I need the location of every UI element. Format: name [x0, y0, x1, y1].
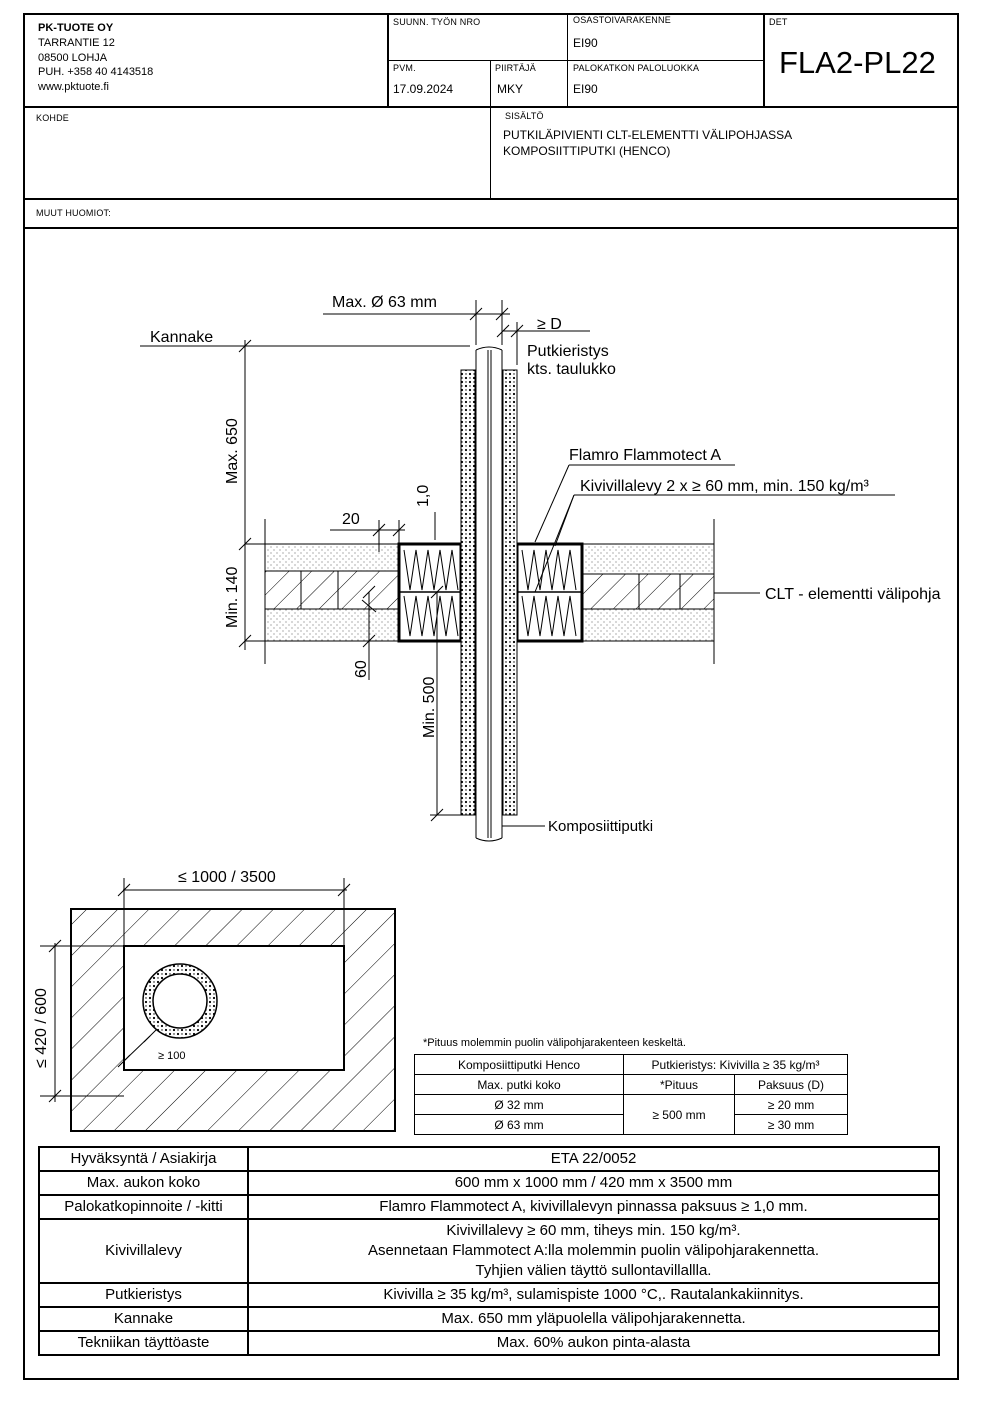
- title-divider: [23, 227, 959, 229]
- dimension-lines: [140, 300, 895, 827]
- min-500-label: Min. 500: [421, 677, 438, 738]
- title-divider: [490, 60, 491, 107]
- putkieristys-ref-label: kts. taulukko: [527, 361, 616, 378]
- flamro-label: Flamro Flammotect A: [569, 447, 721, 464]
- pvm-label: PVM.: [393, 63, 416, 73]
- thickness-cell: ≥ 20 mm: [734, 1094, 848, 1115]
- spec-value-line: Kivivillalevy ≥ 60 mm, tiheys min. 150 k…: [446, 1222, 741, 1239]
- mineral-wool-right: [515, 542, 584, 643]
- det-label: DET: [769, 17, 788, 27]
- spec-key: Palokatkopinnoite / -kitti: [38, 1194, 249, 1220]
- det-value: FLA2-PL22: [779, 45, 936, 80]
- table-row: Max. aukon koko 600 mm x 1000 mm / 420 m…: [38, 1170, 940, 1196]
- spec-value-line: Tyhjien välien täyttö sullontavillallla.: [475, 1262, 712, 1279]
- company-phone: PUH. +358 40 4143518: [38, 66, 154, 78]
- paloluokka-value: EI90: [573, 82, 598, 96]
- plan-height-label: ≤ 420 / 600: [33, 988, 50, 1068]
- pipe-insulation-right: [502, 369, 518, 816]
- table-row: Ø 32 mm ≥ 500 mm ≥ 20 mm: [414, 1094, 848, 1135]
- sisalto-label: SISÄLTÖ: [505, 111, 544, 121]
- spec-value: 600 mm x 1000 mm / 420 mm x 3500 mm: [247, 1170, 940, 1196]
- title-divider: [23, 198, 959, 200]
- plan-view: [40, 878, 396, 1132]
- pipe-insulation-left: [460, 369, 476, 816]
- company-street: TARRANTIE 12: [38, 37, 115, 49]
- insulation-table-subheader: *Pituus: [623, 1074, 735, 1095]
- title-divider: [763, 13, 765, 107]
- small-table-note: *Pituus molemmin puolin välipohjarakente…: [423, 1037, 686, 1049]
- insulation-table-header: Komposiittiputki Henco: [414, 1054, 624, 1075]
- pvm-value: 17.09.2024: [393, 82, 454, 96]
- ge-d-label: ≥ D: [537, 316, 562, 333]
- length-cell: ≥ 500 mm: [623, 1094, 735, 1135]
- max-650-label: Max. 650: [224, 418, 241, 484]
- thickness-cell: ≥ 30 mm: [734, 1114, 848, 1135]
- plan-width-label: ≤ 1000 / 3500: [178, 869, 276, 886]
- table-row: Tekniikan täyttöaste Max. 60% aukon pint…: [38, 1330, 940, 1356]
- spec-value: Max. 60% aukon pinta-alasta: [247, 1330, 940, 1356]
- title-divider: [23, 106, 959, 108]
- table-row: Putkieristys Kivivilla ≥ 35 kg/m³, sulam…: [38, 1282, 940, 1308]
- insulation-table: Komposiittiputki Henco Putkieristys: Kiv…: [414, 1054, 848, 1135]
- spec-key: Hyväksyntä / Asiakirja: [38, 1146, 249, 1172]
- osasto-label: OSASTOIVARAKENNE: [573, 15, 671, 25]
- muut-label: MUUT HUOMIOT:: [36, 208, 111, 218]
- spec-key: Kivivillalevy: [38, 1218, 249, 1284]
- paloluokka-label: PALOKATKON PALOLUOKKA: [573, 63, 700, 73]
- kivivillalevy-label: Kivivillalevy 2 x ≥ 60 mm, min. 150 kg/m…: [580, 478, 870, 495]
- clt-slab-left: [264, 543, 400, 642]
- plan-100-label: ≥ 100: [158, 1050, 185, 1062]
- dim-20-label: 20: [342, 511, 360, 528]
- clt-slab-right: [581, 543, 715, 642]
- spec-value: Max. 650 mm yläpuolella välipohjarakenne…: [247, 1306, 940, 1332]
- spec-value-line: Asennetaan Flammotect A:lla molemmin puo…: [367, 1242, 820, 1259]
- table-row: Ø 63 mm ≥ 30 mm: [414, 1114, 848, 1135]
- kohde-label: KOHDE: [36, 113, 70, 123]
- piirtaja-value: MKY: [497, 82, 524, 96]
- sisalto-line2: KOMPOSIITTIPUTKI (HENCO): [503, 144, 671, 158]
- dim-60-label: 60: [353, 660, 370, 678]
- company-name: PK-TUOTE OY: [38, 22, 114, 34]
- insulation-table-subheader: Max. putki koko: [414, 1074, 624, 1095]
- min-140-label: Min. 140: [224, 567, 241, 628]
- sisalto-line1: PUTKILÄPIVIENTI CLT-ELEMENTTI VÄLIPOHJAS…: [503, 128, 793, 142]
- piirtaja-label: PIIRTÄJÄ: [495, 63, 536, 73]
- table-row: Hyväksyntä / Asiakirja ETA 22/0052: [38, 1146, 940, 1172]
- table-row: Kivivillalevy Kivivillalevy ≥ 60 mm, tih…: [38, 1218, 940, 1284]
- composite-pipe: [475, 346, 503, 842]
- spec-value: Kivivillalevy ≥ 60 mm, tiheys min. 150 k…: [247, 1218, 940, 1284]
- komposiittiputki-label: Komposiittiputki: [548, 818, 653, 835]
- spec-value: ETA 22/0052: [247, 1146, 940, 1172]
- table-row: Kannake Max. 650 mm yläpuolella välipohj…: [38, 1306, 940, 1332]
- spec-value: Kivivilla ≥ 35 kg/m³, sulamispiste 1000 …: [247, 1282, 940, 1308]
- mineral-wool-left: [397, 542, 463, 643]
- pipe-size-cell: Ø 63 mm: [414, 1114, 624, 1135]
- osasto-value: EI90: [573, 36, 598, 50]
- kannake-label: Kannake: [150, 329, 213, 346]
- drawing-frame: [23, 13, 959, 1380]
- clt-label: CLT - elementti välipohja: [765, 586, 941, 603]
- insulation-table-subheader: Paksuus (D): [734, 1074, 848, 1095]
- spec-key: Kannake: [38, 1306, 249, 1332]
- pipe-size-cell: Ø 32 mm: [414, 1094, 624, 1115]
- company-postal: 08500 LOHJA: [38, 52, 108, 64]
- spec-key: Max. aukon koko: [38, 1170, 249, 1196]
- title-divider: [387, 60, 764, 61]
- spec-key: Tekniikan täyttöaste: [38, 1330, 249, 1356]
- suunn-label: SUUNN. TYÖN NRO: [393, 17, 481, 27]
- company-web: www.pktuote.fi: [38, 81, 109, 93]
- putkieristys-label: Putkieristys: [527, 343, 609, 360]
- dim-10-label: 1,0: [415, 485, 432, 507]
- title-divider: [490, 107, 491, 199]
- spec-table: Hyväksyntä / Asiakirja ETA 22/0052 Max. …: [38, 1146, 940, 1356]
- table-row: Palokatkopinnoite / -kitti Flamro Flammo…: [38, 1194, 940, 1220]
- insulation-table-header: Putkieristys: Kivivilla ≥ 35 kg/m³: [623, 1054, 848, 1075]
- spec-value: Flamro Flammotect A, kivivillalevyn pinn…: [247, 1194, 940, 1220]
- max-diameter-label: Max. Ø 63 mm: [332, 294, 437, 311]
- spec-key: Putkieristys: [38, 1282, 249, 1308]
